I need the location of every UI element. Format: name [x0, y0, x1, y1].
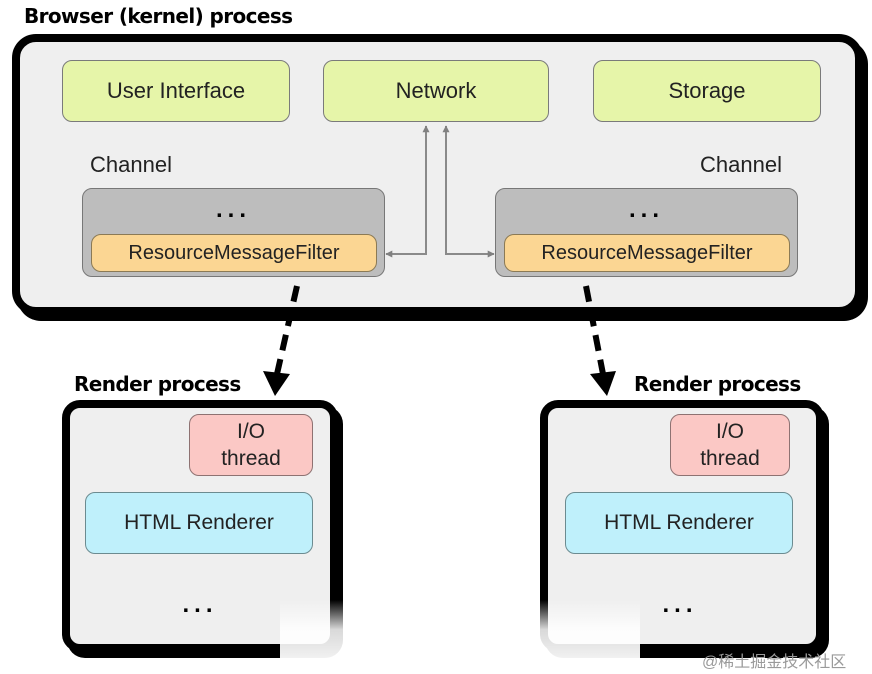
channel-label-left: Channel [90, 152, 172, 177]
ipc-arrowhead-right [590, 371, 616, 396]
render-ellipsis-left: ... [182, 591, 218, 618]
io-thread-right-line1: I/O [715, 420, 744, 443]
network-link-left [385, 125, 430, 258]
watermark: @稀土掘金技术社区 [702, 654, 847, 671]
resource-message-filter-right: ResourceMessageFilter [504, 234, 790, 272]
ipc-link-left [274, 285, 300, 375]
render-process-title-right: Render process [634, 372, 801, 396]
channel-ellipsis-left: ... [215, 196, 251, 223]
render-process-title-left: Render process [74, 372, 241, 396]
resource-message-filter-left: ResourceMessageFilter [91, 234, 377, 272]
network-link-right [442, 125, 495, 258]
ipc-arrowhead-left [263, 371, 290, 396]
io-thread-left-line2: thread [221, 447, 281, 470]
browser-process-title: Browser (kernel) process [24, 4, 293, 28]
io-thread-right-line2: thread [700, 447, 760, 470]
html-renderer-right: HTML Renderer [565, 492, 793, 554]
ipc-link-right [583, 285, 606, 375]
user-interface-component: User Interface [62, 60, 290, 122]
bottom-fade [280, 600, 640, 674]
render-ellipsis-right: ... [662, 591, 698, 618]
io-thread-left-line1: I/O [236, 420, 265, 443]
storage-component: Storage [593, 60, 821, 122]
network-component: Network [323, 60, 549, 122]
channel-ellipsis-right: ... [628, 196, 664, 223]
channel-label-right: Channel [700, 152, 782, 177]
html-renderer-left: HTML Renderer [85, 492, 313, 554]
io-thread-left: I/O thread [189, 414, 313, 476]
io-thread-right: I/O thread [670, 414, 790, 476]
